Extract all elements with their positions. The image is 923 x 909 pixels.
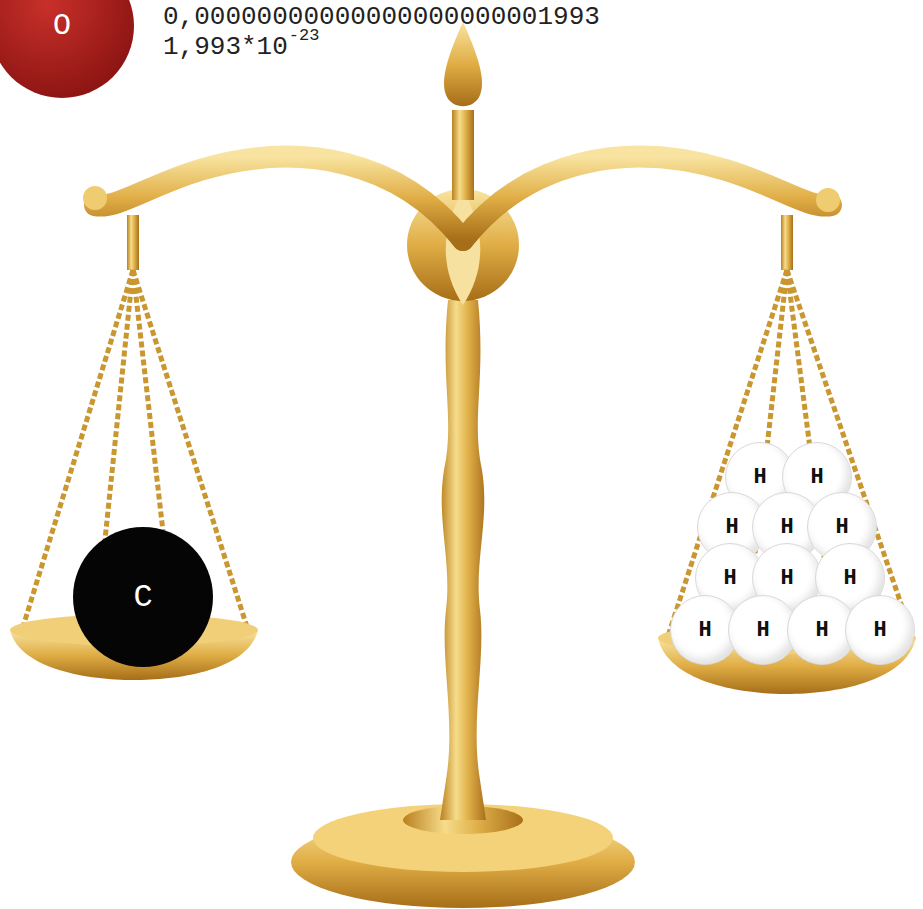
hydrogen-atom: H — [845, 595, 915, 665]
hanger — [127, 215, 139, 270]
scale-finial-rod — [452, 110, 474, 200]
atom-symbol: O — [53, 9, 71, 43]
atom-symbol: H — [835, 515, 848, 540]
atom-symbol: H — [873, 618, 886, 643]
atom-symbol: H — [725, 515, 738, 540]
mass-value: 1,993*10 — [163, 32, 288, 62]
mass-value: 0,00000000000000000000001993 — [163, 2, 600, 32]
hanger — [781, 215, 793, 270]
chains-left — [22, 270, 248, 636]
atom-symbol: H — [810, 465, 823, 490]
beam-end — [816, 188, 840, 212]
chains-right — [668, 270, 912, 642]
atom-symbol: H — [698, 618, 711, 643]
scale-beam-left — [95, 157, 463, 240]
oxygen-atom: O — [0, 0, 134, 98]
atom-symbol: H — [756, 618, 769, 643]
scale-beam-right — [463, 157, 831, 240]
scale-finial — [444, 22, 482, 106]
atom-symbol: H — [753, 465, 766, 490]
beam-end — [83, 186, 107, 210]
atom-symbol: H — [815, 618, 828, 643]
atom-symbol: C — [133, 579, 152, 616]
atom-symbol: H — [780, 566, 793, 591]
exponent: -23 — [289, 26, 320, 45]
carbon-atom: C — [73, 527, 213, 667]
atom-symbol: H — [723, 566, 736, 591]
scale-column — [440, 300, 486, 820]
atom-symbol: H — [843, 566, 856, 591]
atom-symbol: H — [780, 515, 793, 540]
